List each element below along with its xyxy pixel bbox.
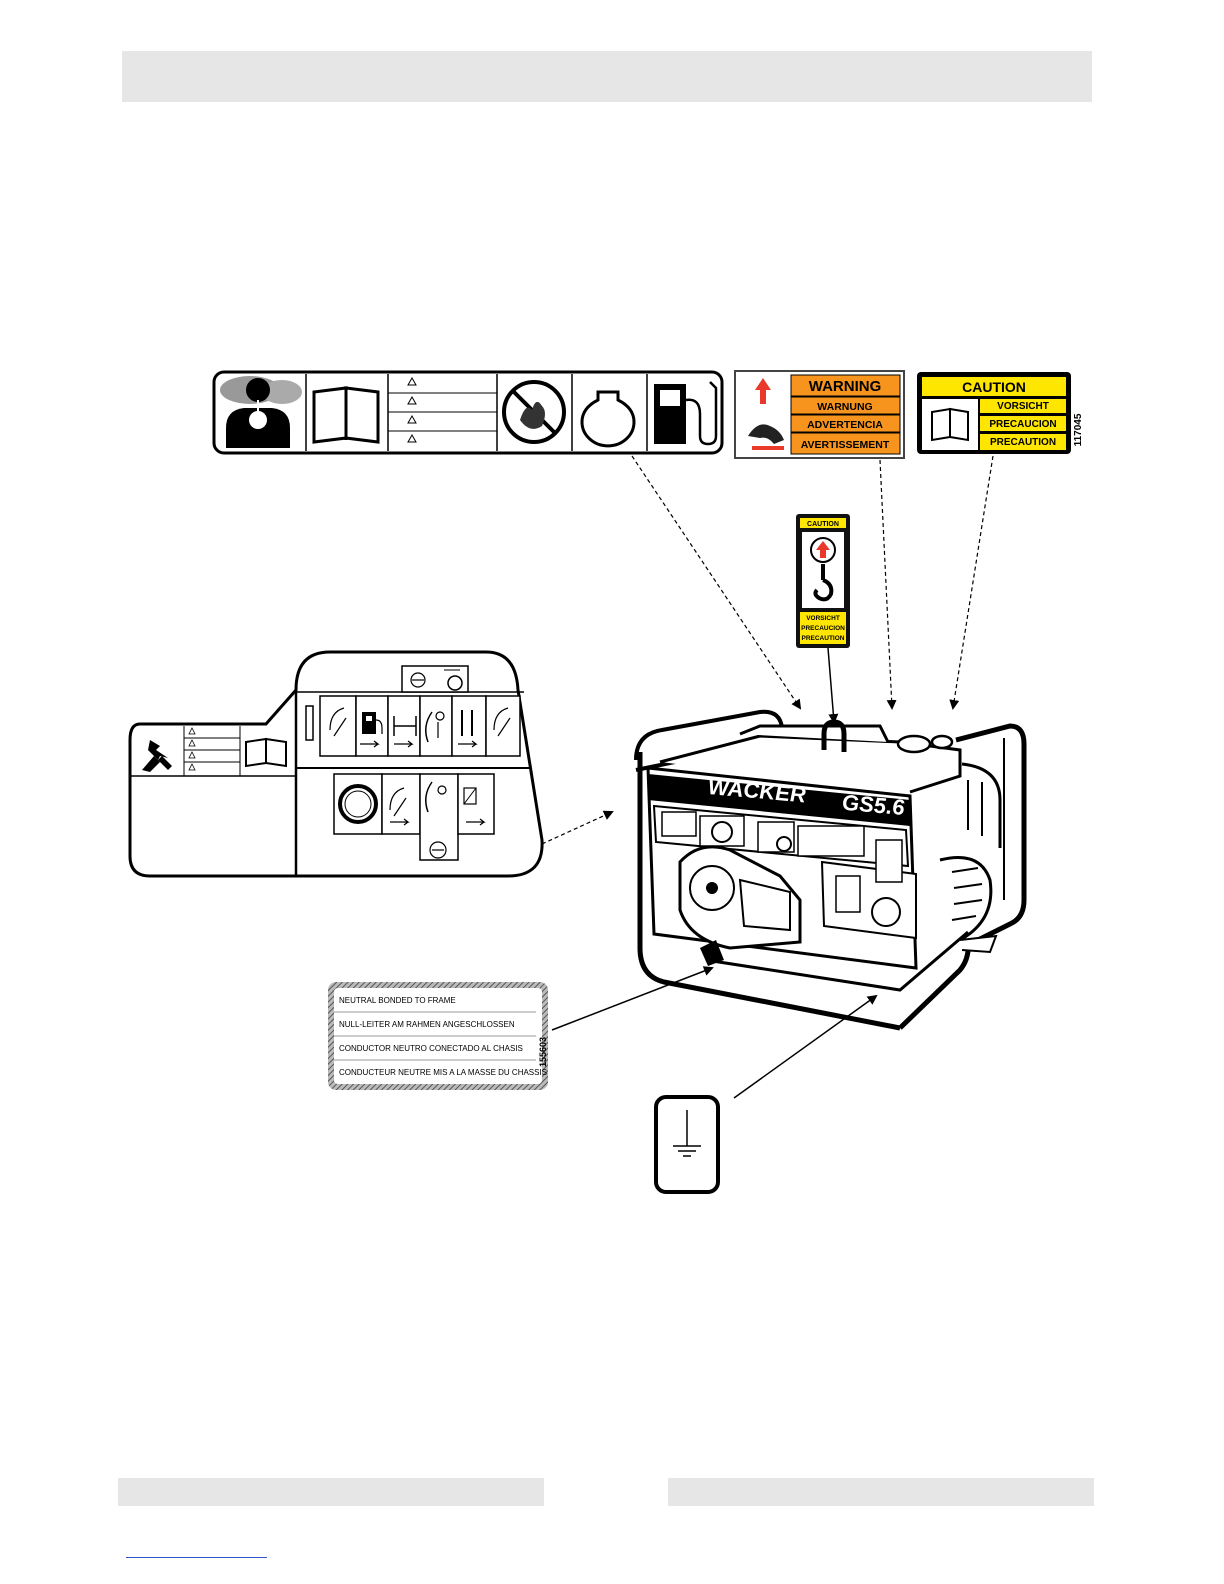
lift-top-label: CAUTION [807, 521, 839, 528]
safety-symbol-decal [214, 372, 722, 453]
neutral-line-2: NULL-LEITER AM RAHMEN ANGESCHLOSSEN [339, 1020, 515, 1029]
warning-line-3: ADVERTENCIA [807, 419, 883, 431]
generator-illustration: WACKER GS5.6 [636, 712, 1024, 1028]
operating-instructions-decal [130, 652, 542, 876]
neutral-line-1: NEUTRAL BONDED TO FRAME [339, 996, 456, 1005]
warning-decal: WARNING WARNUNG ADVERTENCIA AVERTISSEMEN… [735, 371, 904, 458]
lift-bottom-1: VORSICHT [806, 615, 840, 622]
lift-bottom-2: PRECAUCION [801, 625, 845, 632]
caution-decal: CAUTION VORSICHT PRECAUCION PRECAUTION 1… [917, 372, 1084, 454]
neutral-part-number: 155603 [538, 1037, 548, 1067]
start-sequence [304, 696, 520, 756]
neutral-bonded-decal: NEUTRAL BONDED TO FRAME NULL-LEITER AM R… [328, 982, 548, 1090]
warning-line-1: WARNING [809, 378, 882, 395]
manual-icon [314, 388, 378, 442]
caution-line-3: PRECAUCION [989, 419, 1056, 430]
ground-symbol-decal [656, 1097, 718, 1192]
lifting-point-decal: CAUTION VORSICHT PRECAUCION PRECAUTION [796, 514, 850, 648]
neutral-line-4: CONDUCTEUR NEUTRE MIS A LA MASSE DU CHAS… [339, 1068, 547, 1077]
neutral-line-3: CONDUCTOR NEUTRO CONECTADO AL CHASIS [339, 1044, 523, 1053]
caution-line-4: PRECAUTION [990, 437, 1056, 448]
caution-line-2: VORSICHT [997, 401, 1049, 412]
warning-line-2: WARNUNG [817, 401, 872, 413]
caution-line-1: CAUTION [962, 379, 1026, 395]
lift-bottom-3: PRECAUTION [802, 635, 845, 642]
manual-icon [246, 739, 286, 766]
caution-part-number: 117045 [1073, 413, 1084, 446]
warning-line-4: AVERTISSEMENT [801, 439, 890, 451]
manual-icon [932, 409, 968, 440]
